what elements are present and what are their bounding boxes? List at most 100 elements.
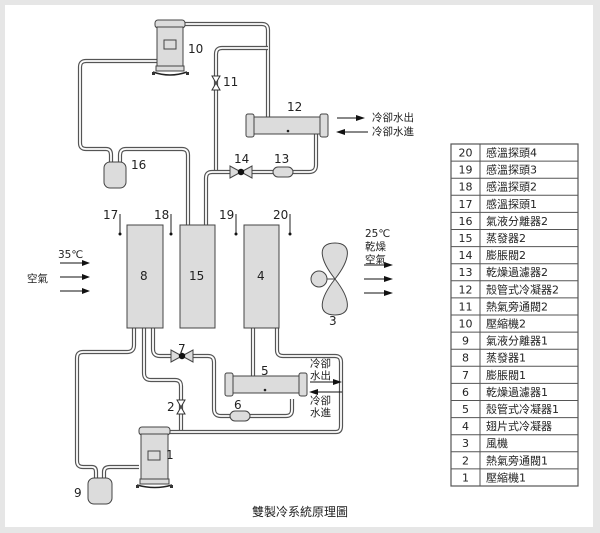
water-out-2: 冷卻水出 [372, 111, 414, 124]
compressor-1 [136, 426, 173, 489]
legend-row: 6 乾燥過濾器1 [462, 385, 548, 399]
legend-name: 壓縮機1 [486, 470, 526, 484]
label-4: 4 [257, 269, 265, 283]
legend-name: 膨脹閥1 [486, 368, 526, 382]
shell-tube-condenser-1 [224, 372, 308, 397]
legend-row: 19 感溫探頭3 [459, 163, 538, 177]
outlet-temp: 25℃ [365, 228, 390, 240]
label-18: 18 [154, 208, 169, 222]
legend-number: 15 [459, 232, 473, 245]
legend-name: 膨脹閥2 [486, 248, 526, 262]
legend-number: 20 [459, 147, 473, 160]
legend-number: 11 [459, 300, 473, 313]
fan [310, 242, 348, 316]
legend-name: 熱氣旁通閥2 [486, 299, 548, 313]
label-14: 14 [234, 152, 249, 166]
label-10: 10 [188, 42, 203, 56]
legend-row: 14 膨脹閥2 [459, 248, 527, 262]
legend-row: 5 殼管式冷凝器1 [462, 402, 559, 416]
legend-number: 17 [459, 198, 473, 211]
legend-number: 10 [459, 318, 473, 331]
legend-number: 2 [462, 454, 469, 467]
legend-number: 1 [462, 471, 469, 484]
label-1: 1 [166, 448, 174, 462]
water-in-1-line2: 水進 [310, 407, 331, 419]
dryer-filter-1 [229, 410, 251, 422]
legend-row: 15 蒸發器2 [459, 231, 527, 245]
pipe [101, 464, 139, 478]
label-2: 2 [167, 400, 175, 414]
legend-name: 熱氣旁通閥1 [486, 453, 548, 467]
bypass-valve-1 [176, 399, 186, 415]
legend-row: 1 壓縮機1 [462, 470, 526, 484]
legend-number: 19 [459, 164, 473, 177]
label-9: 9 [74, 486, 82, 500]
flow-arrows [60, 115, 393, 395]
component-labels: 10 11 12 13 14 16 17 18 19 20 8 15 4 3 7… [74, 42, 337, 500]
water-out-1-line2: 水出 [310, 369, 331, 382]
outlet-air: 空氣 [365, 253, 386, 266]
legend-name: 氣液分離器2 [486, 214, 548, 228]
legend-row: 2 熱氣旁通閥1 [462, 453, 548, 467]
legend-number: 13 [459, 266, 473, 279]
legend-name: 感溫探頭3 [486, 163, 537, 177]
outlet-dry: 乾燥 [365, 240, 386, 253]
gas-liquid-separator-2 [103, 161, 127, 189]
label-19: 19 [219, 208, 234, 222]
legend-row: 12 殼管式冷凝器2 [459, 282, 560, 296]
legend-name: 殼管式冷凝器2 [486, 282, 559, 296]
label-13: 13 [274, 152, 289, 166]
temperature-sensors [118, 214, 292, 236]
legend-name: 感溫探頭4 [486, 146, 537, 160]
legend-row: 20 感溫探頭4 [459, 146, 538, 160]
label-15: 15 [189, 269, 204, 283]
legend-number: 18 [459, 181, 473, 194]
label-17: 17 [103, 208, 118, 222]
legend-name: 殼管式冷凝器1 [486, 402, 559, 416]
legend-name: 氣液分離器1 [486, 334, 548, 348]
label-7: 7 [178, 342, 186, 356]
pipe [74, 327, 137, 478]
legend-number: 6 [462, 386, 469, 399]
legend-name: 蒸發器2 [486, 231, 526, 245]
legend-number: 5 [462, 403, 469, 416]
label-6: 6 [234, 398, 242, 412]
bypass-valve-2 [211, 75, 221, 91]
pipe [77, 58, 158, 162]
legend-number: 7 [462, 369, 469, 382]
expansion-valve-1 [170, 349, 194, 363]
label-11: 11 [223, 75, 238, 89]
water-in-2: 冷卻水進 [372, 125, 414, 138]
legend-row: 10 壓縮機2 [459, 317, 527, 331]
evaporator-2 [179, 224, 216, 329]
legend-number: 12 [459, 283, 473, 296]
label-20: 20 [273, 208, 288, 222]
legend-number: 16 [459, 215, 473, 228]
legend-name: 乾燥過濾器1 [486, 385, 548, 399]
compressor-2 [152, 19, 189, 76]
label-16: 16 [131, 158, 146, 172]
legend-number: 14 [459, 249, 473, 262]
annotations: 35℃ 空氣 25℃ 乾燥 空氣 冷卻水出 冷卻水進 冷卻 水出 冷卻 水進 [27, 111, 414, 419]
shell-tube-condenser-2 [245, 113, 329, 138]
legend-name: 感溫探頭1 [486, 197, 537, 211]
legend-name: 壓縮機2 [486, 317, 526, 331]
water-in-1-line1: 冷卻 [310, 394, 331, 407]
pipe [185, 21, 271, 118]
legend-number: 4 [462, 420, 469, 433]
gas-liquid-separator-1 [87, 477, 113, 505]
label-12: 12 [287, 100, 302, 114]
diagram-title: 雙製冷系統原理圖 [252, 505, 348, 519]
water-out-1-line1: 冷卻 [310, 357, 331, 370]
legend-row: 17 感溫探頭1 [459, 197, 538, 211]
label-8: 8 [140, 269, 148, 283]
expansion-valve-2 [229, 165, 253, 179]
legend-row: 16 氣液分離器2 [459, 214, 549, 228]
legend-row: 11 熱氣旁通閥2 [459, 299, 549, 313]
legend-number: 3 [462, 437, 469, 450]
